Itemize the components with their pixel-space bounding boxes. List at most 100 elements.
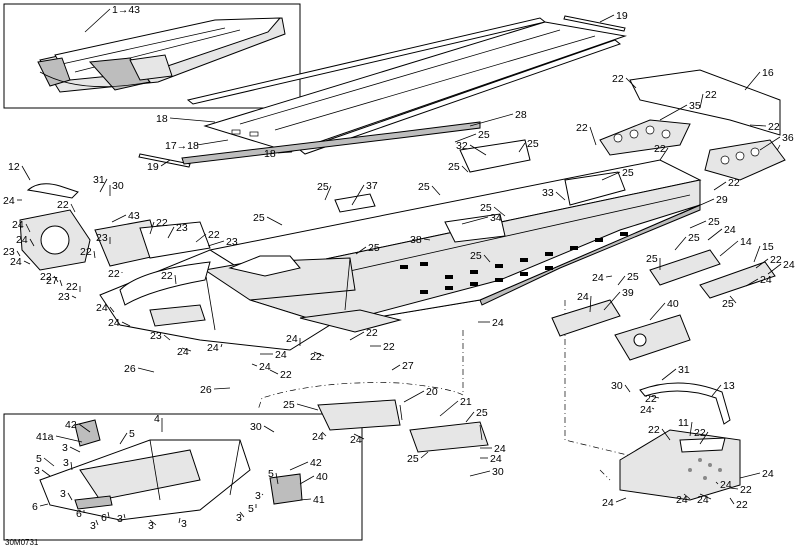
callout-c24y: 24 xyxy=(602,497,614,509)
callout-c25o: 25 xyxy=(722,298,734,310)
callout-c25c: 25 xyxy=(448,161,460,173)
callout-c22q: 22 xyxy=(383,341,395,353)
callout-c22x: 22 xyxy=(736,499,748,511)
leader-line-c22s xyxy=(269,369,279,375)
callout-c25k: 25 xyxy=(368,242,380,254)
callout-c35: 35 xyxy=(689,100,701,112)
leader-line-c24aa xyxy=(699,493,712,500)
callout-c22r: 22 xyxy=(310,351,322,363)
leader-line-c26a xyxy=(137,367,155,373)
leader-line-c36 xyxy=(759,136,781,151)
callout-c3j: 3 xyxy=(181,518,187,530)
callout-c22w: 22 xyxy=(740,484,752,496)
callout-c41b: 41 xyxy=(313,494,325,506)
callout-c30c: 30 xyxy=(250,421,262,433)
callout-c18b: 18 xyxy=(264,148,276,160)
callout-c3d: 3 xyxy=(60,488,66,500)
sub-frame-detail xyxy=(39,419,303,521)
callout-c22j: 22 xyxy=(80,246,92,258)
leader-line-c19a xyxy=(599,14,615,23)
callout-c24b: 24 xyxy=(12,219,24,231)
leader-line-c22d xyxy=(589,126,597,146)
callout-c23f: 23 xyxy=(150,330,162,342)
leader-line-c25k xyxy=(355,246,367,255)
callout-c39: 39 xyxy=(622,287,634,299)
leader-line-c1 xyxy=(84,8,111,33)
callout-c22t: 22 xyxy=(645,393,657,405)
leader-line-c12 xyxy=(21,165,31,181)
callout-c24s: 24 xyxy=(312,431,324,443)
callout-c23e: 23 xyxy=(58,291,70,303)
callout-c16: 16 xyxy=(762,67,774,79)
leader-line-c5c xyxy=(275,472,279,485)
leader-line-c3c xyxy=(41,469,51,477)
callout-c25f: 25 xyxy=(418,181,430,193)
leader-line-c22u xyxy=(661,428,671,441)
leader-line-c25c xyxy=(461,165,469,173)
leader-line-c42b xyxy=(289,461,309,471)
leader-line-c24d xyxy=(29,238,35,247)
callout-c13: 13 xyxy=(723,380,735,392)
callout-c37: 37 xyxy=(366,180,378,192)
leader-line-c22t xyxy=(649,395,660,399)
callout-c22k: 22 xyxy=(770,254,782,266)
leader-line-c31a xyxy=(99,178,108,193)
leader-line-c22a xyxy=(625,77,637,89)
callout-c25g: 25 xyxy=(480,202,492,214)
callout-c29: 29 xyxy=(716,194,728,206)
leader-line-c24b xyxy=(25,223,31,233)
leader-line-c14 xyxy=(719,240,739,257)
leader-line-c23e xyxy=(71,295,77,299)
tunnel-frame xyxy=(208,139,702,326)
callout-c42b: 42 xyxy=(310,457,322,469)
callout-c1: 1→43 xyxy=(112,4,140,16)
callout-c26b: 26 xyxy=(200,384,212,396)
callout-c22m: 22 xyxy=(161,270,173,282)
leader-line-c22w xyxy=(729,487,739,490)
callout-c31a: 31 xyxy=(93,174,105,186)
callout-c24f: 24 xyxy=(10,256,22,268)
callout-c28: 28 xyxy=(515,109,527,121)
leader-line-c3f xyxy=(123,513,126,519)
callout-c25i: 25 xyxy=(708,216,720,228)
leader-line-c23d xyxy=(16,250,21,257)
callout-c24t: 24 xyxy=(350,434,362,446)
leader-line-c22i xyxy=(195,233,207,243)
leader-line-c22g xyxy=(70,203,76,213)
leader-line-c24n xyxy=(181,347,192,352)
callout-c22b: 22 xyxy=(705,89,717,101)
leader-line-c30d xyxy=(469,470,491,477)
callout-c22g: 22 xyxy=(57,199,69,211)
callout-c22u: 22 xyxy=(648,424,660,436)
callout-c24l: 24 xyxy=(492,317,504,329)
front-chassis xyxy=(99,249,402,351)
leader-line-c26b xyxy=(213,387,231,390)
callout-c20: 20 xyxy=(426,386,438,398)
callout-c24c: 24 xyxy=(724,224,736,236)
callout-c41a: 41a xyxy=(36,431,54,443)
callout-c34: 34 xyxy=(490,212,502,224)
leader-line-c24x xyxy=(715,481,719,485)
leader-line-c24r xyxy=(651,407,655,410)
steering-support-bracket xyxy=(619,382,741,501)
rails xyxy=(138,15,626,168)
callout-c3f: 3 xyxy=(117,513,123,525)
leader-line-c22x xyxy=(729,497,735,505)
leader-line-c38 xyxy=(423,238,431,241)
callout-c43: 43 xyxy=(128,210,140,222)
leader-line-c22m xyxy=(174,274,177,285)
leader-line-c22c xyxy=(749,124,767,127)
leader-line-c11 xyxy=(689,421,693,437)
callout-c5d: 5 xyxy=(248,503,254,515)
leader-line-c41b xyxy=(299,498,312,501)
leader-line-c3h xyxy=(95,519,99,526)
leader-line-c22k xyxy=(755,258,769,269)
callout-c22o: 22 xyxy=(66,281,78,293)
leader-line-c24j xyxy=(109,306,115,313)
leader-line-c40a xyxy=(649,302,666,321)
leader-line-c25b xyxy=(518,142,526,153)
callout-c6b: 6 xyxy=(76,508,82,520)
callout-c4: 4 xyxy=(154,413,160,425)
leader-line-c3d xyxy=(67,492,73,501)
